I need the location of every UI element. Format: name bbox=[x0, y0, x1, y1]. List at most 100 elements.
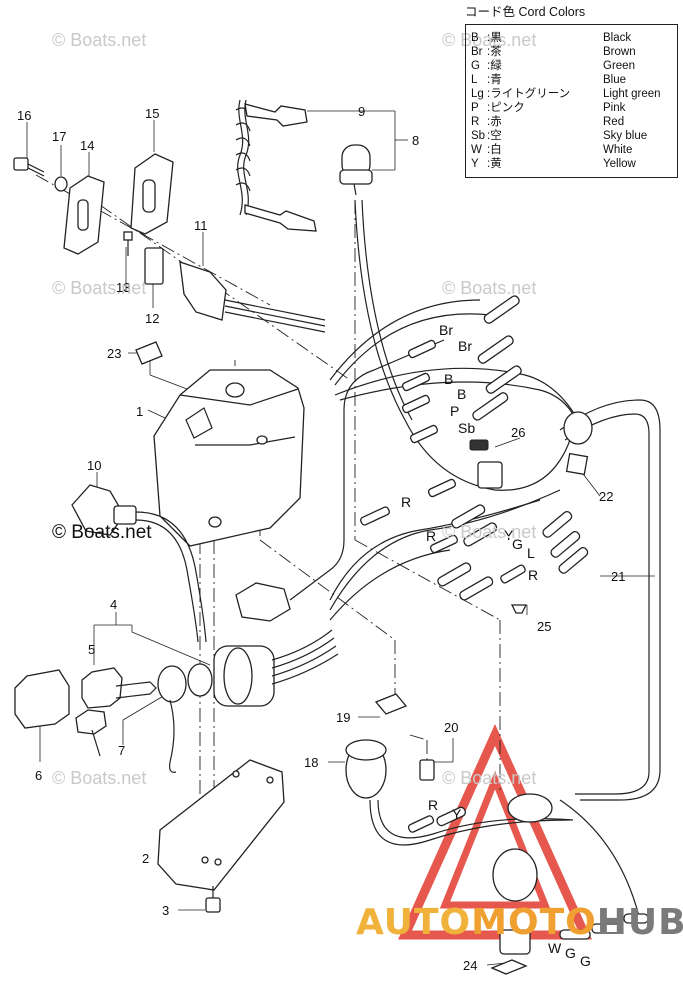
brand-part: HUB bbox=[596, 902, 683, 943]
watermark: © Boats.net bbox=[52, 522, 152, 543]
legend-row: R :赤 Red bbox=[471, 116, 671, 130]
mounting-plates bbox=[13, 153, 174, 255]
part-number-label: 13 bbox=[116, 280, 130, 295]
wire-color-label: Y bbox=[504, 527, 514, 543]
part-number-label: 15 bbox=[145, 106, 159, 121]
sticker bbox=[135, 341, 163, 365]
legend-jp: :黄 bbox=[487, 158, 502, 170]
wire-color-label: G bbox=[512, 536, 523, 552]
part-number-label: 19 bbox=[336, 710, 350, 725]
part-number-label: 6 bbox=[35, 768, 42, 783]
legend-row: B :黒 Black bbox=[471, 32, 671, 46]
control-box bbox=[153, 369, 305, 547]
wire-color-label: R bbox=[528, 567, 538, 583]
legend-box bbox=[465, 24, 678, 178]
legend-code: W bbox=[471, 144, 482, 156]
part-number-label: 3 bbox=[162, 903, 169, 918]
legend-code: B bbox=[471, 32, 479, 44]
legend-code: R bbox=[471, 116, 480, 128]
connector-10 bbox=[71, 484, 207, 643]
legend-en: Sky blue bbox=[603, 130, 648, 142]
part-number-label: 21 bbox=[611, 569, 625, 584]
cover-plate bbox=[157, 759, 285, 913]
legend-jp: :緑 bbox=[487, 60, 502, 72]
part-number-label: 20 bbox=[444, 720, 458, 735]
part-number-label: 11 bbox=[194, 218, 208, 233]
brand-logo: AUTOMOTOHUB bbox=[356, 902, 683, 943]
wire-color-label: Sb bbox=[458, 420, 475, 436]
legend-en: Blue bbox=[603, 74, 627, 86]
legend-code: P bbox=[471, 102, 479, 114]
part-number-label: 7 bbox=[118, 743, 125, 758]
wire-color-label: R bbox=[428, 797, 438, 813]
part-number-label: 2 bbox=[142, 851, 149, 866]
legend-en: Red bbox=[603, 116, 625, 128]
legend-jp: :茶 bbox=[487, 46, 502, 58]
brand-part: MOTO bbox=[471, 902, 597, 943]
part-number-label: 18 bbox=[304, 755, 318, 770]
legend-jp: :黒 bbox=[487, 32, 502, 44]
main-switch bbox=[14, 339, 445, 773]
part-number-label: 16 bbox=[17, 108, 31, 123]
wire-harness bbox=[329, 199, 661, 921]
watermark: © Boats.net bbox=[442, 522, 537, 542]
legend-code: G bbox=[471, 60, 480, 72]
wire-color-label: B bbox=[444, 371, 453, 387]
part-number-label: 12 bbox=[145, 311, 159, 326]
wire-color-label: Br bbox=[439, 322, 453, 338]
legend-jp: :赤 bbox=[487, 116, 502, 128]
wire-color-label: G bbox=[580, 953, 591, 969]
clamp-parts bbox=[345, 693, 435, 799]
bullet-connectors bbox=[360, 295, 589, 833]
part-number-label: 25 bbox=[537, 619, 551, 634]
wire-color-label: B bbox=[457, 386, 466, 402]
watermark: © Boats.net bbox=[442, 768, 537, 788]
wire-color-label: L bbox=[527, 545, 535, 561]
legend-en: Pink bbox=[603, 102, 626, 114]
legend-en: Black bbox=[603, 32, 632, 44]
legend-title: コード色 Cord Colors bbox=[465, 5, 586, 19]
wire-color-label: P bbox=[450, 403, 459, 419]
couplers bbox=[469, 411, 649, 975]
legend-en: Green bbox=[603, 60, 635, 72]
legend-row: G :緑 Green bbox=[471, 60, 671, 74]
wire-color-label: Br bbox=[458, 338, 472, 354]
wire-color-label: R bbox=[426, 528, 436, 544]
legend-row: Y :黄 Yellow bbox=[471, 158, 671, 172]
part-number-label: 26 bbox=[511, 425, 525, 440]
watermark: © Boats.net bbox=[52, 278, 147, 298]
legend-code: Y bbox=[471, 158, 479, 170]
part-number-label: 23 bbox=[107, 346, 121, 361]
part-number-label: 1 bbox=[136, 404, 143, 419]
watermark: © Boats.net bbox=[52, 30, 147, 50]
brand-part: AUTO bbox=[356, 902, 472, 943]
part-number-label: 17 bbox=[52, 129, 66, 144]
part-number-label: 9 bbox=[358, 104, 365, 119]
brand-triangle-icon bbox=[398, 724, 592, 940]
legend-en: Light green bbox=[603, 88, 661, 100]
legend-jp: :青 bbox=[487, 74, 502, 86]
stop-switch-lanyard bbox=[235, 99, 373, 232]
wire-color-label: R bbox=[401, 494, 411, 510]
legend-en: Brown bbox=[603, 46, 636, 58]
wire-color-label: W bbox=[548, 940, 562, 956]
legend-code: Br bbox=[471, 46, 483, 58]
part-number-label: 22 bbox=[599, 489, 613, 504]
watermark: © Boats.net bbox=[442, 278, 537, 298]
part-number-label: 4 bbox=[110, 597, 117, 612]
part-number-label: 14 bbox=[80, 138, 94, 153]
legend-row: Br :茶 Brown bbox=[471, 46, 671, 60]
legend-jp: :ライトグリーン bbox=[487, 88, 571, 100]
legend-en: Yellow bbox=[603, 158, 636, 170]
wire-color-label: G bbox=[565, 945, 576, 961]
part-number-label: 24 bbox=[463, 958, 477, 973]
wire-color-label: Y bbox=[452, 806, 462, 822]
